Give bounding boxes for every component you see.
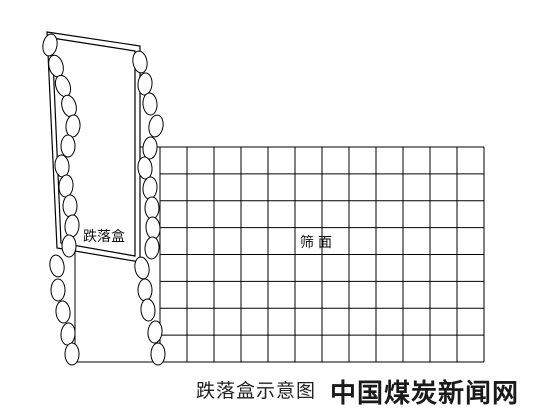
chain-link: [62, 194, 78, 218]
figure-caption: 跌落盒示意图: [196, 380, 317, 402]
chain-link: [144, 236, 160, 260]
chain-link: [137, 278, 153, 302]
chain-link: [142, 92, 158, 116]
chain-link: [49, 254, 65, 278]
chain-link: [142, 136, 158, 160]
chain-link: [147, 320, 163, 344]
chain-link: [58, 174, 74, 198]
chain-link: [150, 342, 166, 366]
drop-box-label: 跌落盒: [82, 226, 126, 246]
screen-surface-label: 筛面: [300, 235, 336, 251]
chain-link: [42, 33, 58, 57]
chain-link: [55, 300, 71, 324]
chain-link: [142, 176, 158, 200]
chain-link: [140, 298, 156, 322]
chain-link: [145, 216, 161, 240]
chain-link: [137, 72, 153, 96]
chain-link: [60, 322, 76, 346]
chain-link: [132, 50, 148, 74]
screen-grid: [159, 146, 485, 363]
chain-link: [144, 196, 160, 220]
chain-link: [64, 342, 80, 366]
chain-link: [60, 134, 76, 158]
left-chain: [42, 33, 81, 366]
chain-link: [50, 278, 66, 302]
right-chain: [132, 50, 166, 366]
chain-link: [148, 114, 164, 138]
watermark-text: 中国煤炭新闻网: [330, 379, 520, 409]
chain-link: [61, 234, 77, 258]
